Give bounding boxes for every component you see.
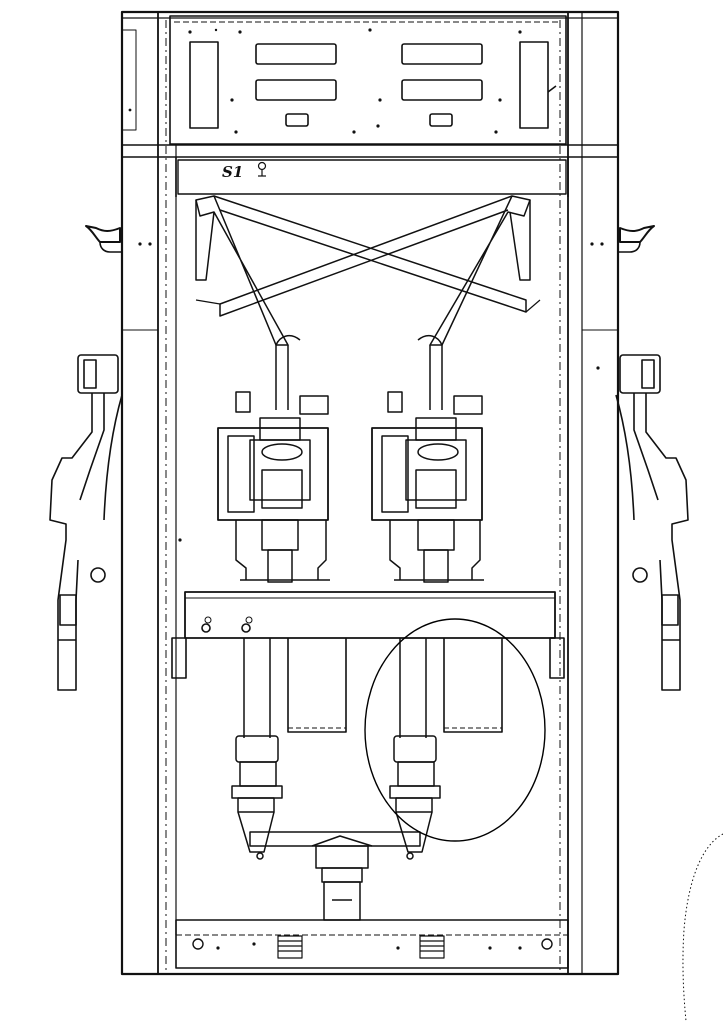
crossing-pipes [195, 195, 541, 410]
valve-tag-marker [257, 161, 267, 177]
cabinet-frame [120, 10, 620, 976]
inlet-manifold [249, 831, 421, 921]
valve-tag-label: S1 [222, 163, 243, 181]
left-filter-canister [287, 638, 347, 733]
left-pump-meter-unit [217, 391, 330, 583]
right-nozzle-holder-upper [618, 225, 655, 253]
display-head [169, 15, 567, 145]
base-details [128, 108, 604, 959]
right-pump-meter-unit [371, 391, 484, 583]
left-fuel-nozzle [49, 354, 123, 691]
right-filter-canister [443, 638, 503, 733]
left-nozzle-holder-upper [85, 225, 122, 253]
dotted-arc-decoration [682, 833, 723, 1021]
right-fuel-nozzle [615, 354, 689, 691]
highlight-callout-ellipse [364, 618, 546, 842]
suction-pipes [243, 638, 427, 738]
right-inlet-valve [389, 735, 441, 853]
left-inlet-valve [231, 735, 283, 853]
mounting-plate [171, 591, 565, 679]
